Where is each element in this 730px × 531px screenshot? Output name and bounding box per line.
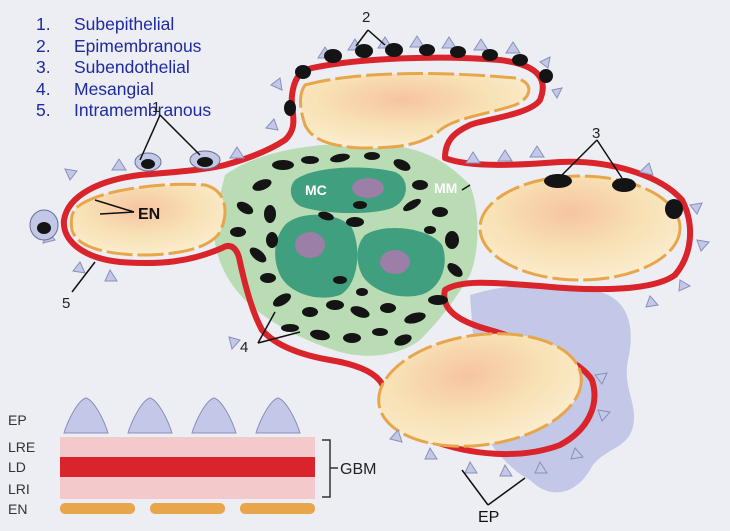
inset-label-lre: LRE — [8, 439, 35, 455]
endothelium-label: EN — [138, 206, 160, 223]
epimembranous-deposits — [284, 43, 553, 116]
mesangial-cell-label: MC — [305, 182, 327, 198]
mesangial-matrix-label: MM — [434, 180, 457, 196]
mesangial-cell-top — [290, 167, 406, 214]
inset-epithelial-feet — [63, 397, 301, 434]
inset-endothelial-bars — [60, 503, 315, 514]
deposit-location-legend: 1. Subepithelial 2. Epimembranous 3. Sub… — [36, 14, 211, 122]
legend-item-subendothelial: 3. Subendothelial — [36, 57, 190, 77]
epithelium-label: EP — [478, 509, 499, 526]
legend-item-mesangial: 4. Mesangial — [36, 78, 154, 99]
inset-label-en: EN — [8, 501, 27, 517]
subendothelial-deposits — [544, 174, 683, 219]
callout-2-label: 2 — [362, 9, 370, 26]
callout-5-label: 5 — [62, 295, 70, 312]
mesangial-cell-nucleus — [352, 178, 384, 198]
capillary-lumen-right — [478, 174, 682, 282]
callout-4-label: 4 — [240, 339, 248, 356]
inset-label-lri: LRI — [8, 481, 30, 497]
callout-3-label: 3 — [592, 125, 600, 142]
callout-lines — [71, 29, 623, 506]
inset-lamina-densa — [60, 457, 315, 477]
capillary-lumen-left — [69, 182, 227, 257]
inset-lamina-rara-interna — [60, 477, 315, 499]
mesangial-cell-nucleus — [380, 250, 410, 274]
mesangial-cell-nucleus — [295, 232, 325, 258]
capillary-lumen-bottom — [377, 332, 583, 448]
gbm-inset: EP LRE LD LRI EN GBM — [8, 397, 376, 517]
gbm-label: GBM — [340, 461, 376, 478]
callout-1-label: 1 — [152, 99, 160, 116]
inset-label-ep: EP — [8, 412, 27, 428]
legend-item-epimembranous: 2. Epimembranous — [36, 35, 202, 56]
legend-item-subepithelial: 1. Subepithelial — [36, 14, 175, 34]
capillary-lumen-top — [299, 72, 531, 150]
glomerular-basement-membrane — [60, 54, 694, 458]
mesangial-deposits — [230, 152, 463, 346]
legend-item-intramembranous: 5. Intramembranous — [36, 100, 212, 120]
gbm-bracket — [322, 439, 338, 498]
inset-label-ld: LD — [8, 459, 26, 475]
foot-processes — [42, 35, 710, 477]
inset-lamina-rara-externa — [60, 437, 315, 457]
